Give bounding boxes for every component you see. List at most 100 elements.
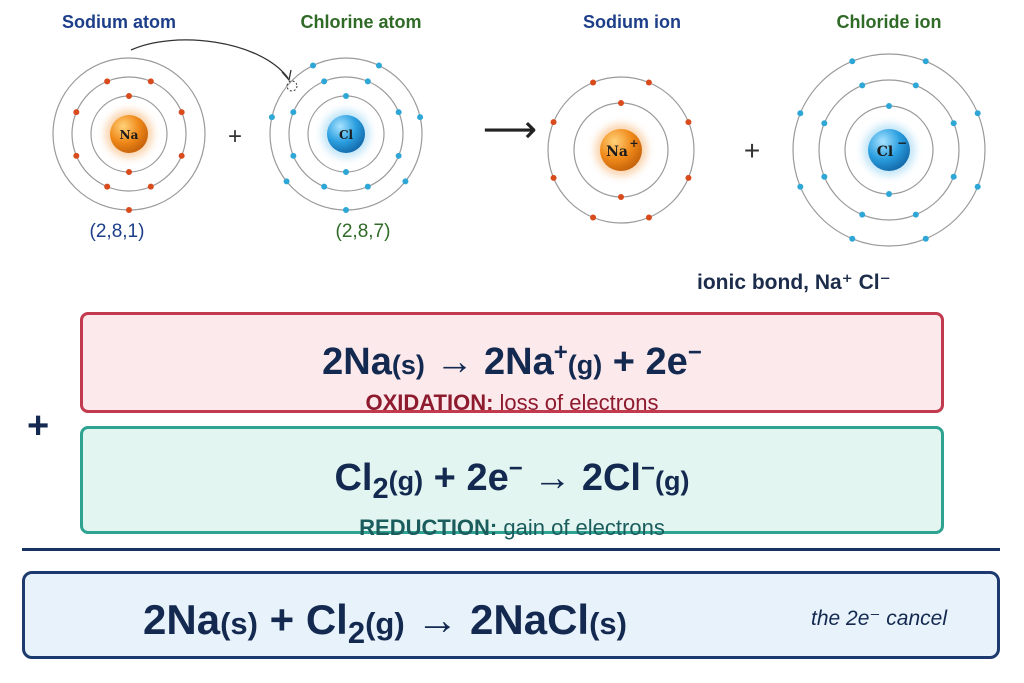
- oxidation-label: OXIDATION:: [365, 390, 494, 415]
- chloride-ion-electron: [922, 58, 929, 65]
- chlorine-atom-electron: [395, 109, 402, 116]
- add-half-reactions-plus: +: [27, 405, 50, 447]
- sodium-atom-electron: [104, 78, 111, 85]
- chlorine-atom-electron: [364, 78, 371, 85]
- chloride-ion-electron: [922, 235, 929, 242]
- chloride-ion-title: Chloride ion: [836, 12, 942, 32]
- sodium-atom-electron: [178, 152, 185, 159]
- chlorine-atom-electron: [290, 109, 297, 116]
- chloride-ion-electron: [886, 191, 892, 197]
- oxidation-equation: 2Na(s) → 2Na+(g) + 2e−: [322, 339, 702, 383]
- sum-divider-line: [22, 548, 1000, 551]
- chlorine-atom-electron: [343, 93, 349, 99]
- chlorine-atom-electron: [402, 178, 409, 185]
- chlorine-atom-symbol: Cl: [339, 128, 354, 142]
- chloride-ion-electron: [821, 120, 828, 127]
- chlorine-config: (2,8,7): [335, 221, 391, 242]
- chloride-ion-electron: [886, 103, 892, 109]
- chloride-ion-electron: [950, 120, 957, 127]
- sodium-atom-electron: [147, 78, 154, 85]
- sodium-atom-electron: [147, 183, 154, 190]
- chlorine-atom-electron: [364, 183, 371, 190]
- electrons-cancel-note: the 2e⁻ cancel: [811, 607, 948, 630]
- chloride-ion-electron: [974, 110, 981, 117]
- chlorine-atom-electron: [321, 183, 328, 190]
- chloride-ion: Cl −: [792, 53, 986, 247]
- sodium-ion-electron: [618, 100, 624, 106]
- sodium-atom-electron: [126, 207, 132, 213]
- chlorine-atom-electron: [283, 178, 290, 185]
- sodium-ion-electron: [550, 119, 557, 126]
- sodium-atom-symbol: Na: [120, 128, 139, 142]
- reduction-equation: Cl2(g) + 2e− → 2Cl−(g): [334, 455, 690, 505]
- reduction-label: REDUCTION:: [359, 515, 498, 540]
- chloride-ion-symbol: Cl: [877, 144, 893, 160]
- sodium-ion: Na +: [547, 76, 695, 224]
- sodium-atom: Na: [52, 57, 206, 213]
- sodium-nucleus: [110, 115, 148, 153]
- sodium-atom-electron: [126, 169, 132, 175]
- chloride-ion-charge: −: [897, 136, 907, 150]
- plus-sign: +: [228, 123, 242, 150]
- sodium-ion-electron: [645, 214, 652, 221]
- chloride-ion-electron: [974, 183, 981, 190]
- chlorine-atom-electron: [417, 114, 424, 121]
- sodium-atom-electron: [104, 183, 111, 190]
- reduction-description: REDUCTION: gain of electrons: [83, 515, 941, 541]
- oxidation-box: 2Na(s) → 2Na+(g) + 2e− OXIDATION: loss o…: [80, 312, 944, 416]
- oxidation-description: OXIDATION: loss of electrons: [83, 390, 941, 416]
- chlorine-atom-shell-2: [288, 76, 404, 192]
- sodium-ion-nucleus: [600, 129, 642, 171]
- atom-diagrams: Na + Cl ⟶ Na + + Cl −: [52, 39, 986, 247]
- chlorine-nucleus: [327, 115, 365, 153]
- chloride-ion-electron: [950, 173, 957, 180]
- sodium-atom-electron: [73, 152, 80, 159]
- chloride-ion-nucleus: [868, 129, 910, 171]
- transferred-electron: [286, 80, 298, 92]
- sodium-ion-electron: [590, 214, 597, 221]
- chlorine-atom: Cl: [268, 57, 424, 213]
- sodium-ion-shell-2: [547, 76, 695, 224]
- chloride-ion-electron: [849, 235, 856, 242]
- sodium-ion-symbol: Na: [606, 144, 628, 160]
- chlorine-atom-electron: [268, 114, 275, 121]
- chloride-ion-electron: [859, 211, 866, 218]
- oxidation-text: loss of electrons: [499, 390, 659, 415]
- chloride-ion-shell-2: [818, 79, 960, 221]
- chloride-ion-electron: [912, 82, 919, 89]
- chlorine-atom-electron: [343, 207, 349, 213]
- sodium-atom-electron: [178, 109, 185, 116]
- sodium-config: (2,8,1): [89, 221, 145, 242]
- ionic-bond-label: ionic bond, Na⁺ Cl⁻: [697, 271, 891, 294]
- plus-sign-ions: +: [744, 135, 760, 166]
- chlorine-atom-title: Chlorine atom: [300, 12, 422, 32]
- sodium-ion-electron: [645, 79, 652, 86]
- sodium-ion-electron: [550, 174, 557, 181]
- net-equation: 2Na(s) + Cl2(g) → 2NaCl(s): [143, 596, 627, 650]
- chlorine-atom-electron: [343, 169, 349, 175]
- sodium-ion-electron: [590, 79, 597, 86]
- reduction-box: Cl2(g) + 2e− → 2Cl−(g) REDUCTION: gain o…: [80, 426, 944, 540]
- electron-transfer-arrow: [130, 39, 289, 79]
- sodium-ion-title: Sodium ion: [583, 12, 681, 32]
- chloride-ion-electron: [797, 110, 804, 117]
- sodium-atom-title: Sodium atom: [61, 12, 177, 32]
- chloride-ion-electron: [912, 211, 919, 218]
- sodium-ion-electron: [685, 174, 692, 181]
- sodium-atom-electron: [73, 109, 80, 116]
- chloride-ion-electron: [859, 82, 866, 89]
- reduction-text: gain of electrons: [503, 515, 665, 540]
- sodium-ion-charge: +: [629, 137, 638, 150]
- sodium-atom-shell-2: [71, 76, 187, 192]
- chloride-ion-electron: [849, 58, 856, 65]
- chloride-ion-electron: [821, 173, 828, 180]
- chlorine-atom-electron: [310, 62, 317, 69]
- reaction-arrow: ⟶: [483, 107, 537, 151]
- chlorine-atom-electron: [375, 62, 382, 69]
- net-equation-box: 2Na(s) + Cl2(g) → 2NaCl(s) the 2e⁻ cance…: [22, 571, 1000, 659]
- sodium-ion-electron: [618, 194, 624, 200]
- chloride-ion-shell-3: [792, 53, 986, 247]
- chloride-ion-electron: [797, 183, 804, 190]
- sodium-atom-electron: [126, 93, 132, 99]
- chlorine-atom-electron: [290, 152, 297, 159]
